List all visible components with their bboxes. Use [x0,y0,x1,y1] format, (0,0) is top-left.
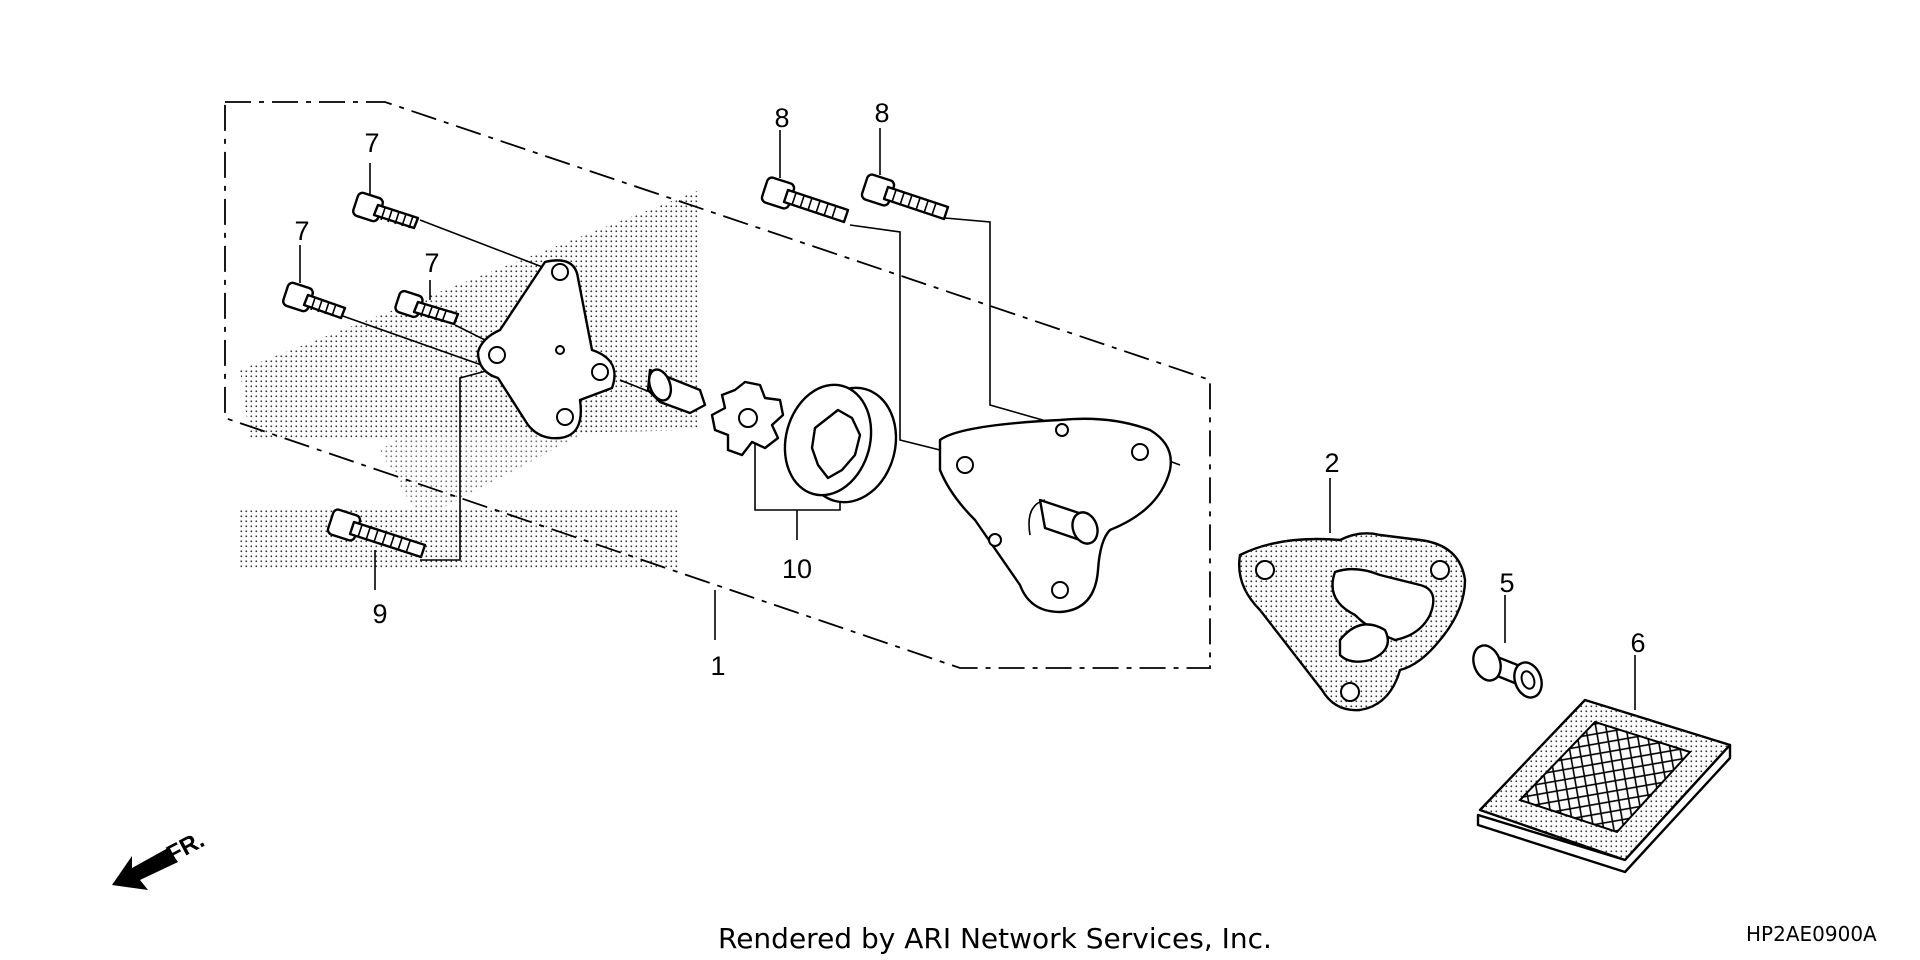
assembly-outline-part-1 [224,101,1211,669]
collar-part-5 [1472,644,1543,699]
callout-8-left: 8 [774,103,789,133]
direction-arrow-icon: FR. [112,826,209,890]
callout-5: 5 [1499,568,1514,598]
bolt-part-8-right [860,173,950,221]
callout-6: 6 [1630,628,1645,658]
bolt-part-7-left [282,281,347,320]
strainer-part-6 [1476,698,1732,874]
drive-shaft [646,368,707,415]
inner-rotor [710,380,785,457]
bolt-part-7-right [394,289,460,326]
callout-8-right: 8 [874,98,889,128]
bolt-part-7-top [352,191,420,230]
bolt-part-8-left [760,176,850,224]
gasket-part-2 [1238,532,1467,712]
watermark-pattern [240,190,700,570]
callout-2: 2 [1324,448,1339,478]
callout-1: 1 [710,651,725,681]
pump-body [938,417,1172,614]
diagram-code: HP2AE0900A [1746,922,1877,946]
callout-7-top: 7 [364,128,379,158]
render-credit: Rendered by ARI Network Services, Inc. [718,922,1272,955]
callout-7-right: 7 [424,248,439,278]
outer-rotor [783,383,898,504]
bolt-part-9 [326,508,427,559]
callout-7-left: 7 [294,216,309,246]
callout-10: 10 [782,554,812,584]
callout-9: 9 [372,599,387,629]
pump-cover-plate [476,259,616,440]
callout-numbers: 7 7 7 8 8 9 10 1 2 5 6 [294,98,1645,681]
